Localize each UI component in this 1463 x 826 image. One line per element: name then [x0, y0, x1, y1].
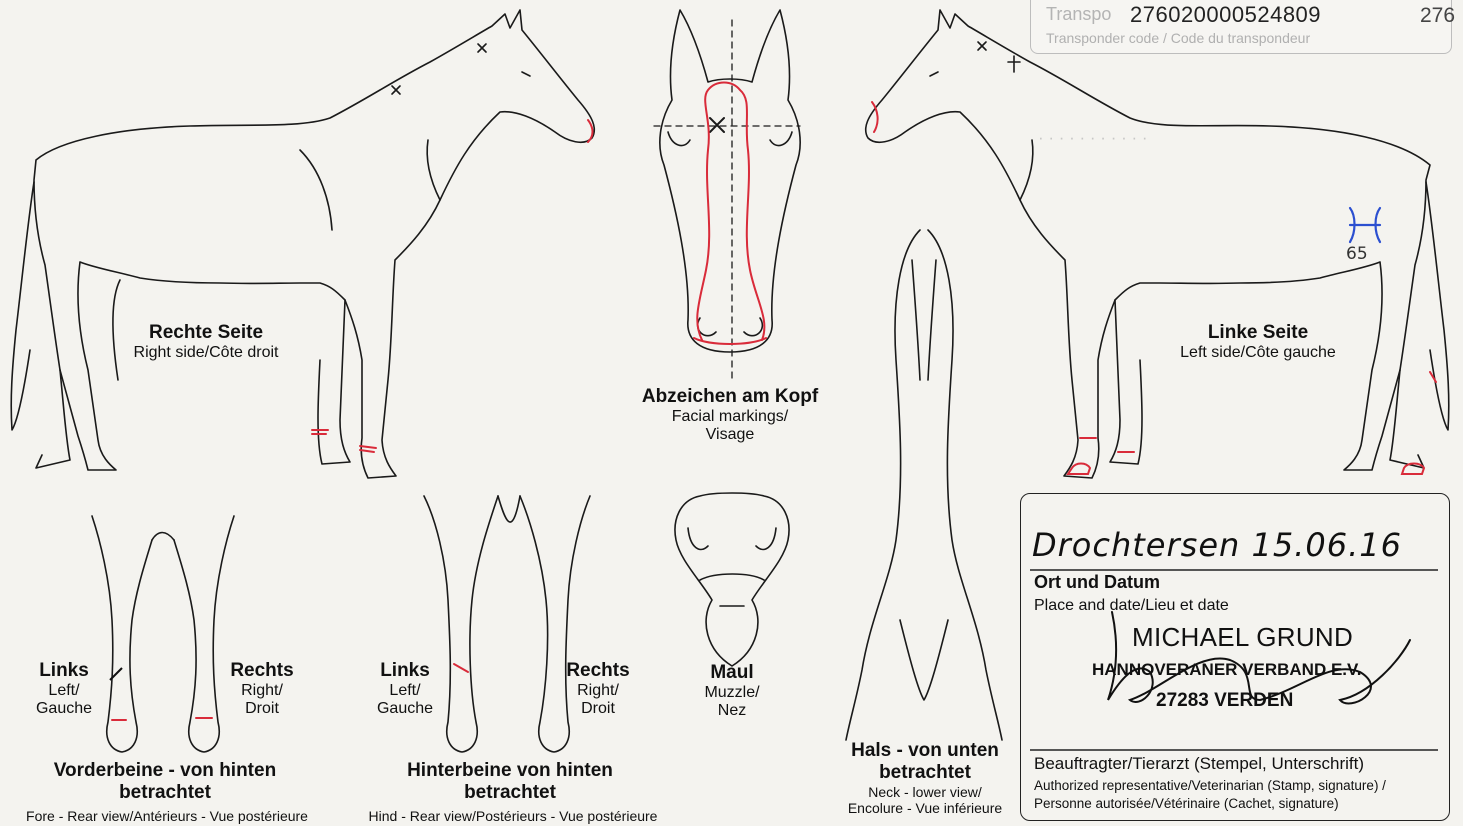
- forelegs-left-line1: Left/: [14, 682, 114, 700]
- hindlegs-left-label: Links Left/ Gauche: [355, 660, 455, 719]
- hindlegs-left-line1: Left/: [355, 682, 455, 700]
- head-line1: Facial markings/: [620, 408, 840, 426]
- muzzle-line1: Muzzle/: [682, 684, 782, 702]
- stamp-name: MICHAEL GRUND: [1132, 622, 1353, 653]
- head-line2: Visage: [620, 426, 840, 444]
- transponder-label-top: Transpo: [1046, 4, 1111, 25]
- stamp-org: HANNOVERANER VERBAND E.V.: [1092, 660, 1362, 680]
- forelegs-title-line2: betrachtet: [20, 782, 310, 804]
- place-date-label: Ort und Datum: [1034, 572, 1160, 593]
- neck-title-line1: Hals - von unten: [820, 740, 1030, 762]
- head-label: Abzeichen am Kopf Facial markings/ Visag…: [620, 386, 840, 445]
- head-title: Abzeichen am Kopf: [620, 386, 840, 408]
- role-sublabel-2: Personne autorisée/Vétérinaire (Cachet, …: [1034, 796, 1339, 812]
- stamp-city: 27283 VERDEN: [1156, 690, 1293, 712]
- place-date-sublabel: Place and date/Lieu et date: [1034, 597, 1229, 615]
- left-side-label: Linke Seite Left side/Côte gauche: [1158, 322, 1358, 362]
- transponder-number-cut: 276: [1420, 4, 1455, 28]
- muzzle-title: Maul: [682, 662, 782, 684]
- neck-label: Hals - von unten betrachtet Neck - lower…: [820, 740, 1030, 816]
- forelegs-right-label: Rechts Right/ Droit: [212, 660, 312, 719]
- neck-line1: Neck - lower view/: [820, 784, 1030, 800]
- forelegs-left-line2: Gauche: [14, 700, 114, 718]
- forelegs-title: Vorderbeine - von hinten betrachtet: [20, 760, 310, 804]
- right-side-subtitle: Right side/Côte droit: [106, 344, 306, 362]
- neck-lower-view: [846, 230, 1002, 740]
- handwritten-place-date: Drochtersen 15.06.16: [1032, 526, 1402, 564]
- marking-code: 65: [1346, 244, 1368, 264]
- forelegs-caption: Fore - Rear view/Antérieurs - Vue postér…: [0, 808, 334, 824]
- forelegs-title-line1: Vorderbeine - von hinten: [20, 760, 310, 782]
- forelegs-left-title: Links: [14, 660, 114, 682]
- hindlegs-right-line1: Right/: [548, 682, 648, 700]
- muzzle-label: Maul Muzzle/ Nez: [682, 662, 782, 721]
- hindlegs-left-title: Links: [355, 660, 455, 682]
- role-label: Beauftragter/Tierarzt (Stempel, Untersch…: [1034, 754, 1364, 774]
- muzzle-line2: Nez: [682, 702, 782, 720]
- right-side-horse: [11, 10, 594, 478]
- hindlegs-right-line2: Droit: [548, 700, 648, 718]
- blue-annotation-mark: [1350, 208, 1380, 242]
- left-side-subtitle: Left side/Côte gauche: [1158, 344, 1358, 362]
- right-side-label: Rechte Seite Right side/Côte droit: [106, 322, 306, 362]
- right-side-title: Rechte Seite: [106, 322, 306, 344]
- hindlegs-right-title: Rechts: [548, 660, 648, 682]
- transponder-number: 276020000524809: [1130, 2, 1321, 27]
- hindlegs-title-line2: betrachtet: [370, 782, 650, 804]
- hindlegs-title-line1: Hinterbeine von hinten: [370, 760, 650, 782]
- neck-line2: Encolure - Vue inférieure: [820, 800, 1030, 816]
- hindlegs-caption: Hind - Rear view/Postérieurs - Vue posté…: [338, 808, 688, 824]
- left-side-title: Linke Seite: [1158, 322, 1358, 344]
- forelegs-left-label: Links Left/ Gauche: [14, 660, 114, 719]
- hindlegs-title: Hinterbeine von hinten betrachtet: [370, 760, 650, 804]
- transponder-code-label: Transponder code / Code du transpondeur: [1046, 30, 1310, 46]
- head-front-view: [654, 10, 800, 380]
- role-sublabel-1: Authorized representative/Veterinarian (…: [1034, 778, 1386, 794]
- forelegs-right-title: Rechts: [212, 660, 312, 682]
- hindlegs-left-line2: Gauche: [355, 700, 455, 718]
- forelegs-right-line2: Droit: [212, 700, 312, 718]
- muzzle-view: [675, 493, 789, 666]
- forelegs-right-line1: Right/: [212, 682, 312, 700]
- neck-title-line2: betrachtet: [820, 762, 1030, 784]
- hindlegs-right-label: Rechts Right/ Droit: [548, 660, 648, 719]
